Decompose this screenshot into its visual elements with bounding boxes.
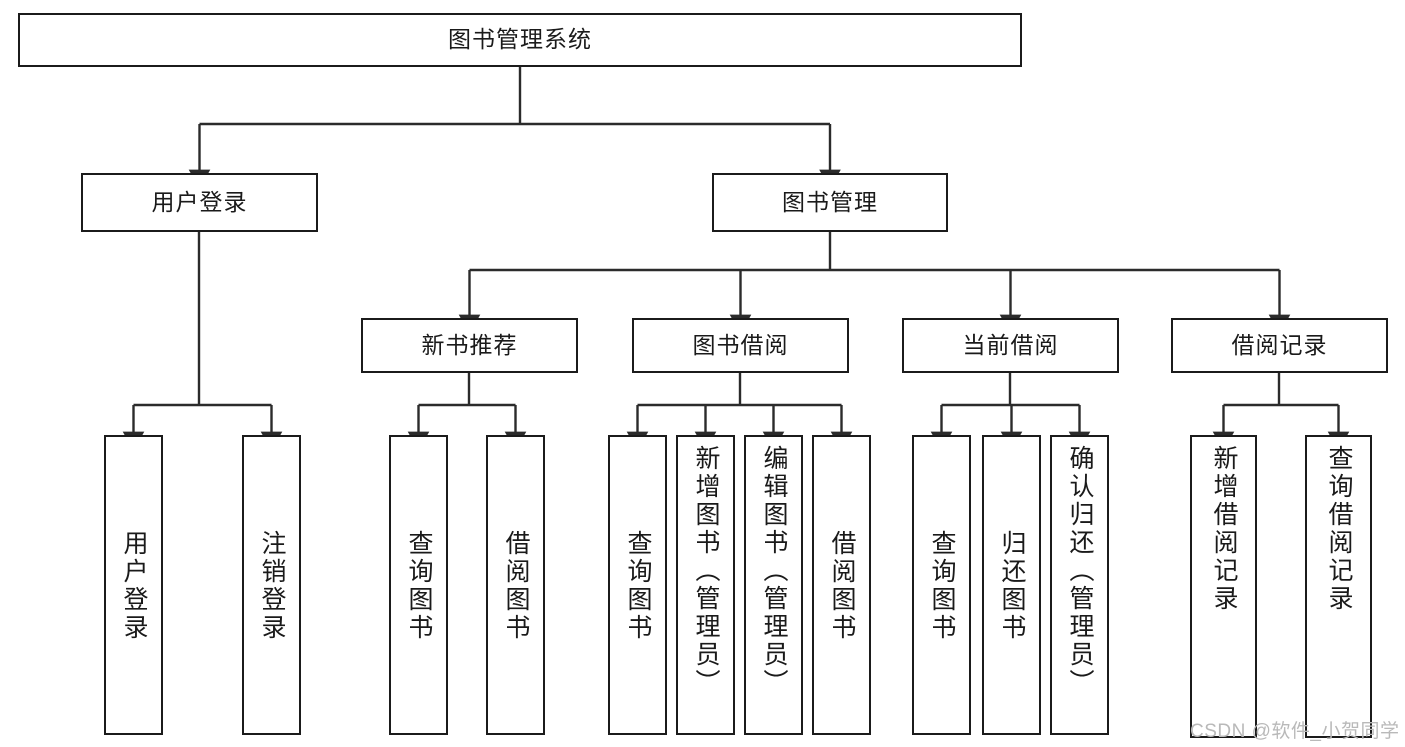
node-label: 归还图书 — [998, 530, 1026, 642]
node-label: 用户登录 — [151, 188, 248, 215]
node-borrow[interactable]: 图书借阅 — [632, 318, 849, 373]
node-current-1[interactable]: 查询图书 — [912, 435, 971, 735]
node-root[interactable]: 图书管理系统 — [18, 13, 1022, 67]
node-login-2[interactable]: 注销登录 — [242, 435, 301, 735]
node-label: 查询图书 — [928, 530, 956, 642]
node-borrow-1[interactable]: 查询图书 — [608, 435, 667, 735]
node-label: 查询图书 — [405, 530, 433, 642]
node-label: 借阅图书 — [502, 530, 530, 642]
node-label: 查询图书 — [624, 530, 652, 642]
node-current-3[interactable]: 确认归还（管理员） — [1050, 435, 1109, 735]
node-newbook-1[interactable]: 查询图书 — [389, 435, 448, 735]
node-borrow-2[interactable]: 新增图书（管理员） — [676, 435, 735, 735]
tree-edges — [122, 67, 1350, 451]
node-label: 确认归还（管理员） — [1066, 445, 1094, 697]
node-label: 借阅记录 — [1231, 331, 1328, 358]
node-label: 查询借阅记录 — [1325, 445, 1353, 613]
node-records-2[interactable]: 查询借阅记录 — [1305, 435, 1372, 738]
node-label: 当前借阅 — [962, 331, 1059, 358]
node-bookmgmt[interactable]: 图书管理 — [712, 173, 948, 232]
node-label: 注销登录 — [258, 530, 286, 642]
node-label: 借阅图书 — [828, 530, 856, 642]
node-borrow-3[interactable]: 编辑图书（管理员） — [744, 435, 803, 735]
node-label: 图书管理 — [782, 188, 878, 215]
node-newbook[interactable]: 新书推荐 — [361, 318, 578, 373]
node-newbook-2[interactable]: 借阅图书 — [486, 435, 545, 735]
node-current-2[interactable]: 归还图书 — [982, 435, 1041, 735]
node-label: 图书管理系统 — [448, 26, 592, 53]
node-label: 新增图书（管理员） — [692, 445, 720, 697]
node-label: 编辑图书（管理员） — [760, 445, 788, 697]
node-records-1[interactable]: 新增借阅记录 — [1190, 435, 1257, 738]
node-login[interactable]: 用户登录 — [81, 173, 318, 232]
node-label: 新增借阅记录 — [1210, 445, 1238, 613]
node-records[interactable]: 借阅记录 — [1171, 318, 1388, 373]
csdn-watermark: CSDN @软件_小贺同学 — [1190, 721, 1400, 742]
node-label: 用户登录 — [120, 530, 148, 642]
node-label: 新书推荐 — [421, 331, 518, 358]
node-login-1[interactable]: 用户登录 — [104, 435, 163, 735]
node-label: 图书借阅 — [692, 331, 789, 358]
node-borrow-4[interactable]: 借阅图书 — [812, 435, 871, 735]
node-current[interactable]: 当前借阅 — [902, 318, 1119, 373]
